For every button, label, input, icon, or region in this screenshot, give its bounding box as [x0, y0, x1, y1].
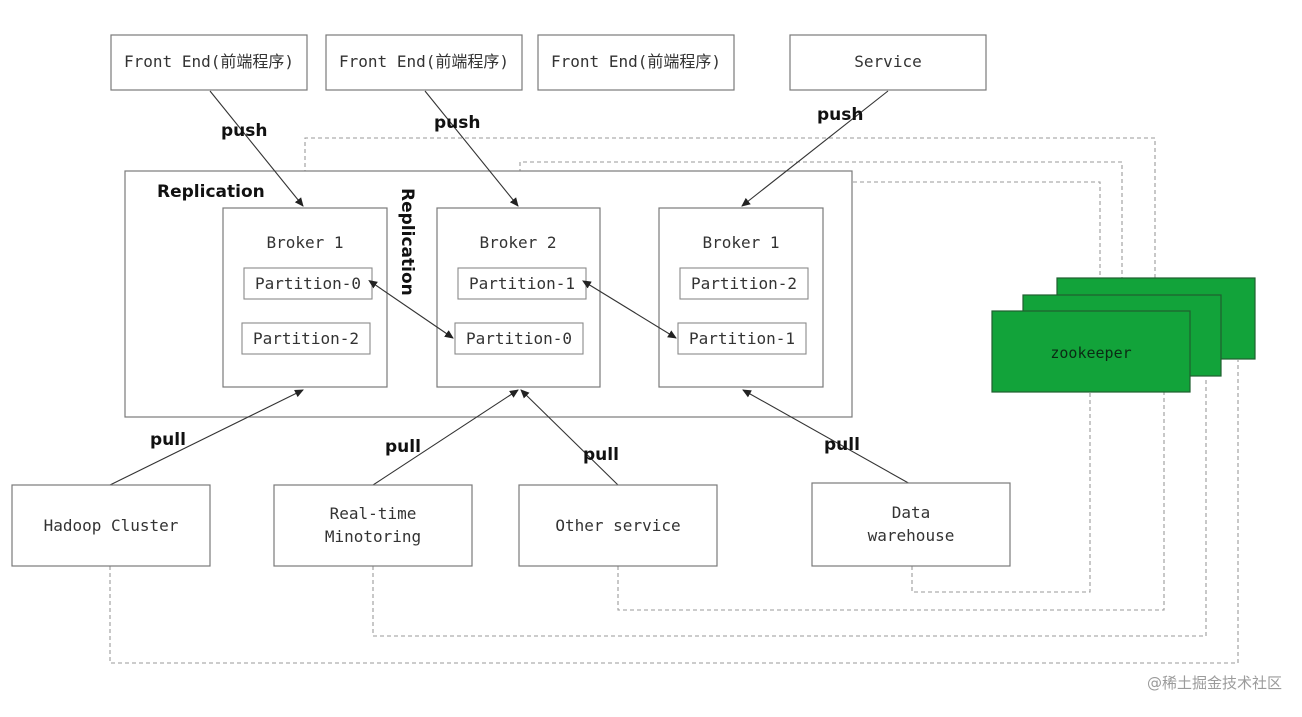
replication-label: Replication	[157, 182, 265, 202]
partition-label: Partition-2	[691, 274, 797, 293]
producer-label: Front End(前端程序)	[339, 52, 509, 71]
producer-front-end-3: Front End(前端程序)	[537, 34, 735, 91]
consumer-label: Data	[892, 503, 931, 522]
zk-link-realtime	[372, 377, 1207, 637]
broker-3: Broker 1 Partition-2 Partition-1	[658, 207, 824, 388]
pull-label: pull	[150, 430, 186, 450]
zookeeper-label: zookeeper	[1050, 344, 1131, 362]
zk-link-hadoop	[109, 360, 1239, 664]
pull-label: pull	[583, 445, 619, 465]
consumer-label: warehouse	[868, 526, 955, 545]
broker-2: Broker 2 Partition-1 Partition-0	[436, 207, 601, 388]
replication-arrow	[582, 280, 677, 339]
broker-title: Broker 1	[702, 233, 779, 252]
push-label: push	[817, 105, 864, 125]
partition-label: Partition-0	[466, 329, 572, 348]
replication-vertical-label: Replication	[397, 188, 417, 296]
producer-label: Front End(前端程序)	[551, 52, 721, 71]
push-label: push	[434, 113, 481, 133]
pull-label: pull	[385, 437, 421, 457]
consumer-real-time-monitoring: Real-time Minotoring	[273, 484, 473, 567]
zookeeper-links	[109, 137, 1239, 664]
partition-label: Partition-0	[255, 274, 361, 293]
zk-link-broker-3	[741, 181, 1101, 310]
zookeeper-ensemble: zookeeper	[991, 277, 1256, 393]
push-arrow	[741, 90, 889, 207]
broker-title: Broker 2	[479, 233, 556, 252]
pull-arrow	[742, 389, 913, 486]
partition-box	[679, 267, 809, 300]
partition-label: Partition-1	[689, 329, 795, 348]
broker-1: Broker 1 Partition-0 Partition-2	[222, 207, 388, 388]
producer-front-end-1: Front End(前端程序)	[110, 34, 308, 91]
zk-link-broker-2	[519, 161, 1123, 295]
pull-arrow	[109, 389, 304, 486]
zk-link-warehouse	[911, 392, 1091, 593]
consumer-data-warehouse: Data warehouse	[811, 482, 1011, 567]
consumer-hadoop-cluster: Hadoop Cluster	[11, 484, 211, 567]
consumer-other-service: Other service	[518, 484, 718, 567]
watermark-text: @稀土掘金技术社区	[1147, 674, 1282, 692]
partition-label: Partition-2	[253, 329, 359, 348]
consumer-label: Minotoring	[325, 527, 421, 546]
producer-label: Front End(前端程序)	[124, 52, 294, 71]
zk-link-broker-1	[304, 137, 1156, 278]
pull-label: pull	[824, 435, 860, 455]
partition-box	[677, 322, 807, 355]
producer-service: Service	[789, 34, 987, 91]
consumer-label: Other service	[555, 516, 680, 535]
pull-arrow	[372, 389, 519, 486]
partition-box	[457, 267, 587, 300]
consumer-label: Hadoop Cluster	[44, 516, 179, 535]
producer-front-end-2: Front End(前端程序)	[325, 34, 523, 91]
push-arrow	[209, 90, 304, 207]
partition-label: Partition-1	[469, 274, 575, 293]
replication-arrow	[368, 280, 454, 339]
push-label: push	[221, 121, 268, 141]
pull-arrow	[520, 389, 619, 486]
consumer-label: Real-time	[330, 504, 417, 523]
zookeeper-node-front	[991, 310, 1191, 393]
broker-title: Broker 1	[266, 233, 343, 252]
producer-label: Service	[854, 52, 921, 71]
push-arrow	[424, 90, 519, 207]
zk-link-other	[617, 392, 1165, 611]
partition-box	[454, 322, 584, 355]
